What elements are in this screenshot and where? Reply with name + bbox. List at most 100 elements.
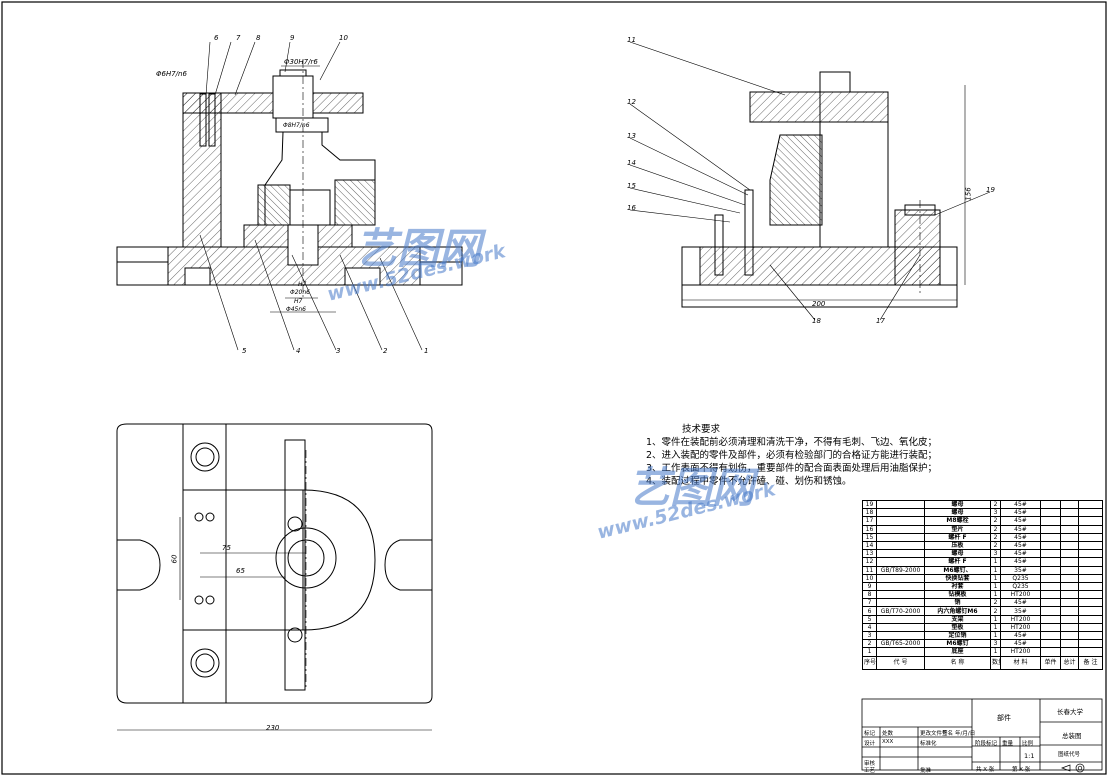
bom-qty: 2 — [990, 598, 1001, 608]
bom-name: 螺母 — [924, 549, 991, 559]
bom-empty-cell — [1060, 532, 1079, 542]
bom-material: 45# — [1000, 540, 1041, 551]
bom-empty-cell — [1060, 573, 1079, 583]
bom-empty-cell — [1040, 614, 1061, 624]
bom-empty-cell — [1078, 573, 1103, 583]
bom-material: 45# — [1000, 598, 1041, 608]
bom-qty: 2 — [990, 524, 1001, 534]
bom-empty-cell — [1060, 598, 1079, 608]
bom-empty-cell — [1078, 516, 1103, 526]
dim-fit-8: Φ8H7/n6 — [283, 122, 310, 129]
bom-name: M8螺栓 — [924, 516, 991, 526]
bom-qty: 1 — [990, 557, 1001, 567]
bom-empty-cell — [1040, 647, 1061, 657]
bom-code — [876, 647, 925, 657]
std-label: 标准化 — [920, 741, 937, 747]
bom-empty-cell — [1040, 508, 1061, 518]
bom-code — [876, 598, 925, 608]
bom-name: 螺杆 F — [924, 532, 991, 542]
bom-no: 13 — [862, 549, 877, 559]
callout-5: 5 — [242, 347, 247, 355]
scale-label: 比例 — [1022, 741, 1034, 747]
bom-qty: 2 — [990, 540, 1001, 551]
bom-empty-cell — [1060, 647, 1079, 657]
callout-6: 6 — [214, 34, 219, 42]
bom-empty-cell — [1040, 606, 1061, 616]
change-label: 更改文件号 — [920, 731, 948, 737]
bom-material: 35# — [1000, 565, 1041, 575]
school-name: 长春大学 — [1057, 708, 1083, 716]
bom-name: 压板 — [924, 540, 991, 551]
bom-empty-cell — [1078, 606, 1103, 616]
bom-qty: 1 — [990, 630, 1001, 641]
bom-code: GB/T70-2000 — [876, 606, 925, 616]
bom-no: 2 — [862, 639, 877, 649]
callout-16: 16 — [627, 204, 636, 212]
bom-name: 销 — [924, 598, 991, 608]
weight-label: 重量 — [1002, 741, 1014, 747]
bom-material: 45# — [1000, 499, 1041, 510]
bom-name: 螺母 — [924, 508, 991, 518]
bom-code: GB/T65-2000 — [876, 639, 925, 649]
callout-17: 17 — [876, 317, 885, 325]
dim-60: 60 — [170, 554, 179, 564]
bom-header-code: 代 号 — [876, 655, 925, 670]
side-view — [629, 41, 991, 321]
bom-empty-cell — [1040, 540, 1061, 551]
front-view — [116, 41, 463, 351]
bom-empty-cell — [1040, 573, 1061, 583]
bom-qty: 2 — [990, 516, 1001, 526]
callout-2: 2 — [383, 347, 388, 355]
bom-no: 1 — [862, 647, 877, 657]
tech-item: 2、进入装配的零件及部件，必须有检验部门的合格证方能进行装配； — [646, 450, 938, 461]
bom-material: HT200 — [1000, 647, 1041, 657]
bom-empty-cell — [1060, 622, 1079, 633]
tech-item: 1、零件在装配前必须清理和清洗干净，不得有毛刺、飞边、氧化皮； — [646, 437, 938, 448]
bom-qty: 1 — [990, 647, 1001, 657]
bom-qty: 2 — [990, 606, 1001, 616]
bom-no: 6 — [862, 606, 877, 616]
dim-height-156: 156 — [964, 187, 973, 201]
bom-empty-cell — [1060, 630, 1079, 641]
bom-material: 45# — [1000, 639, 1041, 649]
bom-code — [876, 590, 925, 600]
callout-7: 7 — [236, 34, 241, 42]
bom-name: 支架 — [924, 614, 991, 624]
dim-75: 75 — [222, 544, 231, 552]
bom-empty-cell — [1060, 606, 1079, 616]
bom-empty-cell — [1060, 524, 1079, 534]
projection-symbol-icon — [1061, 763, 1085, 773]
bom-no: 18 — [862, 508, 877, 518]
bom-empty-cell — [1078, 647, 1103, 657]
bom-empty-cell — [1078, 565, 1103, 575]
bom-empty-cell — [1040, 549, 1061, 559]
bom-qty: 3 — [990, 639, 1001, 649]
bom-empty-cell — [1078, 630, 1103, 641]
dim-width-230: 230 — [266, 724, 280, 732]
bom-no: 14 — [862, 540, 877, 551]
dim-width-200: 200 — [812, 300, 826, 308]
bom-empty-cell — [1078, 622, 1103, 633]
bom-material: 45# — [1000, 524, 1041, 534]
scale-value: 1:1 — [1024, 752, 1035, 760]
bom-qty: 1 — [990, 573, 1001, 583]
callout-13: 13 — [627, 132, 636, 140]
dim-fit-20-h7: H7 — [298, 281, 307, 288]
bom-qty: 1 — [990, 590, 1001, 600]
bom-material: HT200 — [1000, 614, 1041, 624]
bom-code — [876, 549, 925, 559]
bom-header-mat: 材 料 — [1000, 655, 1041, 670]
bom-empty-cell — [1040, 581, 1061, 592]
bom-material: 45# — [1000, 516, 1041, 526]
bom-code — [876, 532, 925, 542]
